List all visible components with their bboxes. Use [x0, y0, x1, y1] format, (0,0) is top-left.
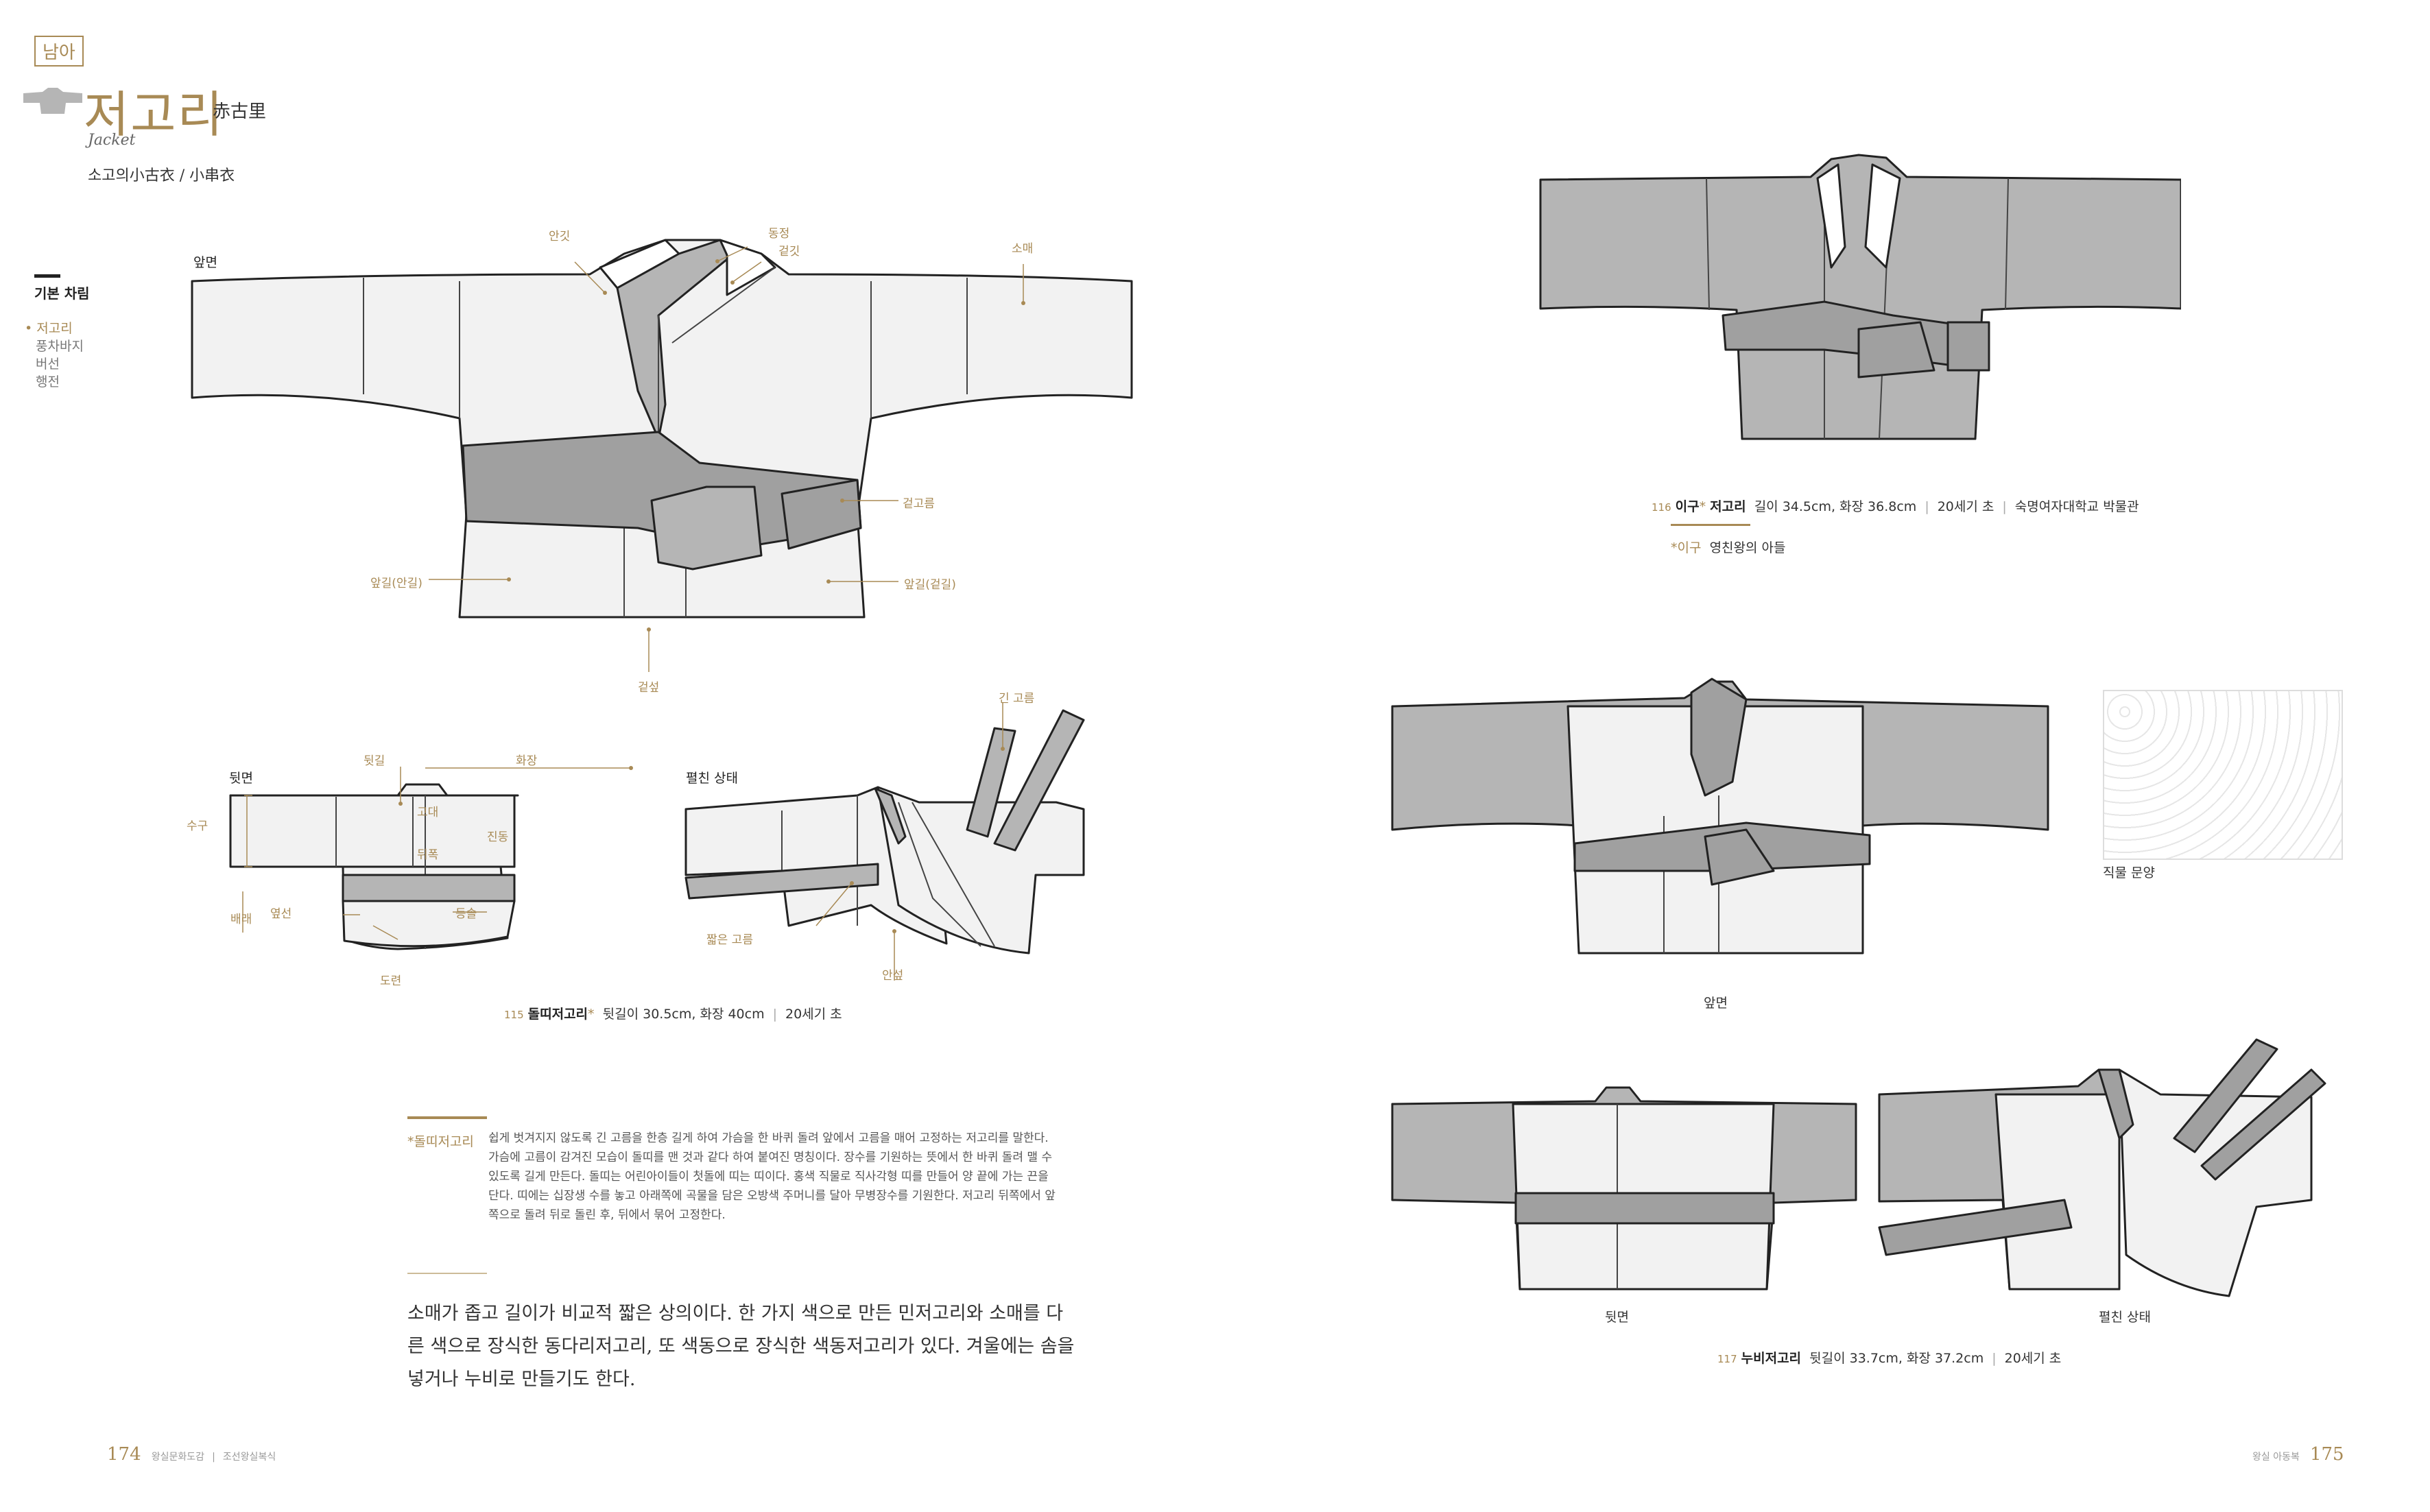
- back-jacket-diagram: [229, 766, 633, 950]
- page-title: 저고리: [84, 86, 224, 143]
- nav-heading: 기본 차림: [34, 285, 90, 302]
- label-gin-goreum: 긴 고름: [999, 692, 1035, 706]
- label-anseop: 안섶: [882, 969, 904, 983]
- front-view-label: 앞면: [193, 255, 217, 270]
- fabric-pattern-swatch: [2103, 690, 2343, 860]
- photo-117-open: [1878, 1038, 2326, 1297]
- photo-117-open-label: 펼친 상태: [2099, 1310, 2151, 1325]
- open-jacket-diagram: [684, 703, 1085, 981]
- right-folio: 왕실 아동복 175: [2252, 1444, 2344, 1465]
- label-jjalbeun-goreum: 짧은 고름: [706, 933, 753, 947]
- label-geotgoreum: 겉고름: [903, 497, 935, 511]
- fabric-pattern-label: 직물 문양: [2103, 865, 2155, 880]
- nav-list: • 저고리 풍차바지 버선 행전: [25, 320, 84, 391]
- label-apgil-geotgil: 앞길(겉길): [904, 578, 956, 592]
- label-geotgit: 겉깃: [778, 245, 800, 259]
- footnote-text: 쉽게 벗겨지지 않도록 긴 고름을 한층 길게 하여 가슴을 한 바퀴 돌려 앞…: [488, 1131, 1056, 1222]
- photo-116-jacket: [1539, 154, 2181, 440]
- label-sugu: 수구: [187, 819, 209, 833]
- label-dwitpok: 뒤폭: [417, 848, 439, 862]
- label-dorian: 도련: [380, 974, 402, 988]
- nav-rule: [34, 274, 60, 278]
- body-text: 소매가 좁고 길이가 비교적 짧은 상의이다. 한 가지 색으로 만든 민저고리…: [407, 1303, 1075, 1390]
- title-hanja: 赤古里: [213, 101, 267, 122]
- section-tag: 남아: [34, 36, 84, 67]
- open-view-label: 펼친 상태: [686, 771, 738, 786]
- photo-117-back-label: 뒷면: [1605, 1310, 1629, 1325]
- jeogori-icon: [23, 88, 82, 114]
- label-hwajang: 화장: [516, 754, 538, 768]
- nav-item-haengjeon[interactable]: 행전: [36, 374, 60, 389]
- label-dwitgil: 뒷길: [364, 754, 385, 768]
- label-baerae: 배래: [230, 913, 252, 926]
- photo-117-back: [1391, 1086, 1857, 1291]
- label-yeopseon: 옆선: [270, 907, 292, 921]
- nav-item-beoseon[interactable]: 버선: [36, 357, 60, 372]
- title-english: Jacket: [88, 132, 136, 149]
- body-rule: [407, 1273, 487, 1274]
- label-godae: 고대: [417, 806, 439, 819]
- label-dongjeong: 동정: [768, 227, 790, 241]
- label-angit: 안깃: [549, 230, 571, 243]
- nav-item-pungchabaji[interactable]: 풍차바지: [36, 339, 84, 354]
- label-jindong: 진동: [487, 830, 509, 844]
- label-somae: 소매: [1012, 242, 1034, 256]
- footnote-116-rule: [1671, 524, 1750, 526]
- footnote-label: *돌띠저고리: [407, 1134, 474, 1149]
- footnote-116: *이구 영친왕의 아들: [1671, 540, 1786, 555]
- label-geotseop: 겉섶: [638, 681, 660, 695]
- footnote-rule: [407, 1116, 487, 1119]
- photo-117-front-label: 앞면: [1704, 996, 1728, 1011]
- alternate-names: 소고의小古衣 / 小串衣: [88, 167, 235, 184]
- left-folio: 174 왕실문화도감 | 조선왕실복식: [107, 1444, 276, 1465]
- label-apgil-ingil: 앞길(안길): [370, 577, 422, 590]
- front-jacket-diagram: [191, 239, 1133, 672]
- back-view-label: 뒷면: [229, 771, 253, 786]
- label-deungsol: 등솔: [455, 907, 477, 921]
- photo-117-front: [1391, 677, 2049, 955]
- nav-item-jeogori[interactable]: • 저고리: [25, 321, 73, 336]
